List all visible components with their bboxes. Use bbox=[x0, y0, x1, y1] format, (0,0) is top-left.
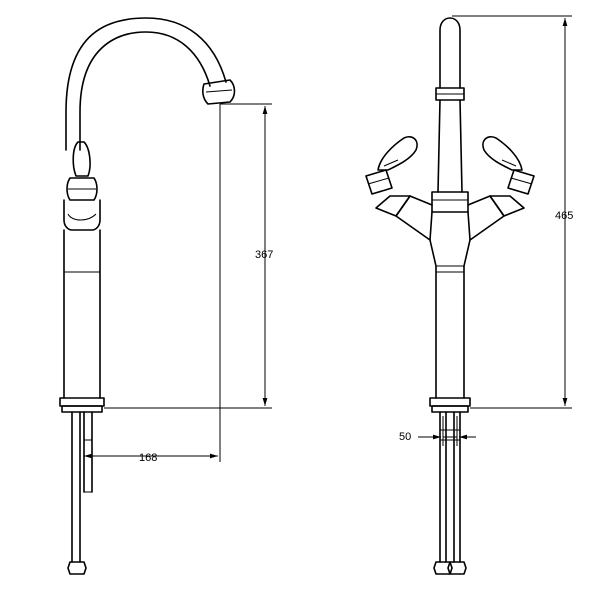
front-height-label: 465 bbox=[555, 210, 573, 222]
side-spout-inner bbox=[79, 31, 211, 151]
side-nozzle bbox=[202, 79, 236, 105]
front-left-collar bbox=[365, 169, 393, 195]
front-right-lever bbox=[482, 135, 523, 171]
side-height-label: 367 bbox=[255, 249, 273, 261]
front-neck bbox=[429, 239, 471, 399]
front-centers-label: 50 bbox=[399, 431, 411, 443]
side-view bbox=[59, 17, 236, 575]
front-centers-dimension: 50 bbox=[399, 416, 476, 446]
front-spout bbox=[439, 17, 461, 89]
front-right-tail-nut bbox=[447, 561, 467, 575]
front-height-dimension: 465 bbox=[452, 15, 573, 409]
side-lever-handle bbox=[72, 141, 91, 177]
front-right-arm bbox=[467, 195, 505, 241]
front-tail-pipes bbox=[439, 411, 461, 563]
side-handle-collar bbox=[66, 177, 98, 201]
front-spout-collar bbox=[435, 87, 465, 101]
front-right-collar bbox=[507, 169, 535, 195]
side-threaded-rod bbox=[83, 411, 93, 493]
side-base-flange bbox=[59, 397, 105, 407]
side-tail-nut bbox=[67, 561, 87, 575]
front-left-arm bbox=[395, 195, 433, 241]
front-left-lever bbox=[377, 135, 418, 171]
side-tail-pipe bbox=[71, 411, 81, 563]
front-base-flange bbox=[429, 397, 471, 407]
side-spout-outer bbox=[65, 17, 227, 151]
side-reach-dimension: 168 bbox=[84, 104, 221, 464]
front-central-boss bbox=[431, 191, 469, 213]
front-view bbox=[365, 17, 535, 575]
side-reach-label: 168 bbox=[139, 452, 157, 464]
side-valve-body bbox=[63, 199, 101, 231]
side-column bbox=[63, 229, 101, 399]
side-height-dimension: 367 bbox=[104, 103, 273, 409]
